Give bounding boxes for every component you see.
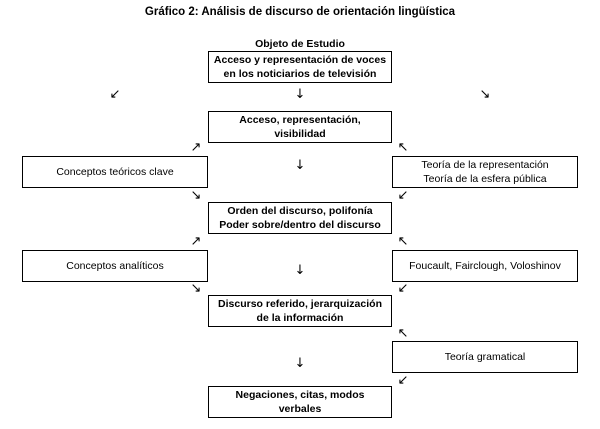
arrow-down-left-icon: ↙: [397, 281, 409, 296]
arrow-down-left-icon: ↙: [397, 373, 409, 388]
arrow-down-icon: ↓: [294, 356, 306, 371]
arrow-up-left-icon: ↖: [397, 140, 409, 155]
object-of-study-label: Objeto de Estudio: [255, 38, 345, 50]
arrow-up-left-icon: ↖: [397, 326, 409, 341]
right-box-grammatical-theory: Teoría gramatical: [392, 341, 578, 373]
arrow-up-right-icon: ↗: [190, 140, 202, 155]
left-box-analytic-concepts: Conceptos analíticos: [22, 250, 208, 282]
arrow-down-icon: ↓: [294, 158, 306, 173]
diagram-title: Gráfico 2: Análisis de discurso de orien…: [144, 6, 456, 18]
arrow-down-icon: ↓: [294, 263, 306, 278]
right-box-authors: Foucault, Fairclough, Voloshinov: [392, 250, 578, 282]
arrow-down-right-icon: ↘: [479, 87, 491, 102]
arrow-down-right-icon: ↘: [190, 281, 202, 296]
left-box-key-concepts: Conceptos teóricos clave: [22, 156, 208, 188]
arrow-up-left-icon: ↖: [397, 234, 409, 249]
arrow-up-right-icon: ↗: [190, 234, 202, 249]
arrow-down-right-icon: ↘: [190, 188, 202, 203]
center-box-access: Acceso, representación,visibilidad: [208, 111, 392, 143]
arrow-down-icon: ↓: [294, 87, 306, 102]
arrow-down-left-icon: ↙: [397, 188, 409, 203]
arrow-down-left-icon: ↙: [109, 87, 121, 102]
